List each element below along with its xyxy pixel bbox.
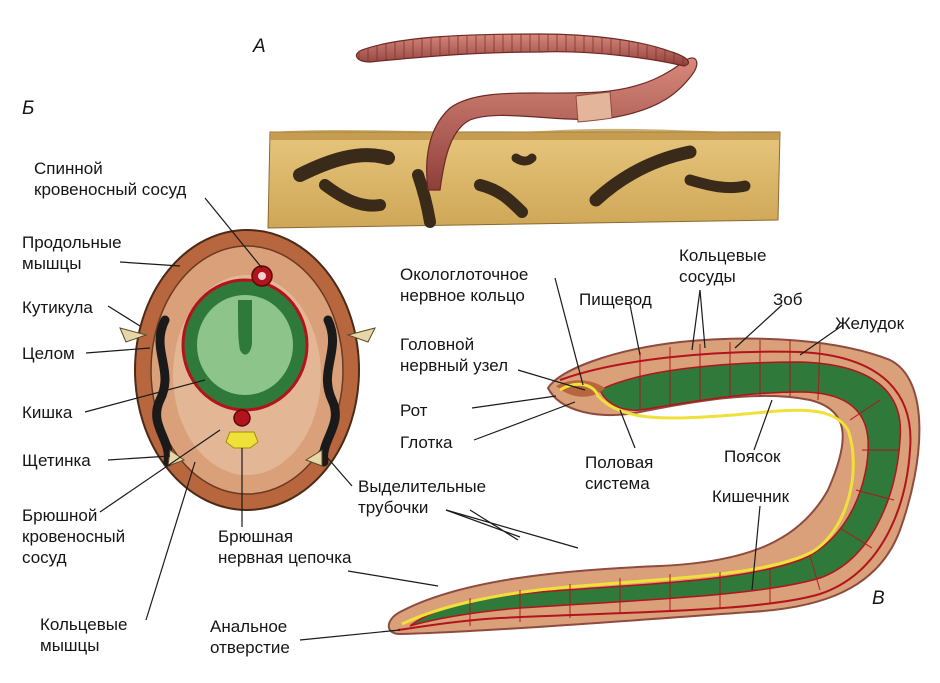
dorsal-vessel-line (397, 350, 912, 631)
label-pharynx: Глотка (400, 433, 453, 452)
nerve-chain (401, 382, 855, 626)
ventral-nerve-cord (225, 431, 259, 449)
label-coelom: Целом (22, 344, 75, 363)
longitudinal-section (387, 337, 921, 636)
label-intestine: Кишка (22, 403, 73, 422)
label-reproductive-system: Половая система (585, 453, 654, 493)
label-nerve-ring: Окологлоточное нервное кольцо (400, 265, 529, 305)
burrow (684, 174, 751, 194)
label-clitellum: Поясок (724, 447, 781, 466)
burrow (412, 169, 436, 228)
label-stomach: Желудок (835, 314, 905, 333)
burrow (589, 145, 697, 207)
label-bristle: Щетинка (22, 451, 91, 470)
label-crop: Зоб (773, 290, 803, 309)
nephridium-right (319, 315, 340, 467)
label-dorsal-vessel: Спинной кровеносный сосуд (34, 159, 187, 199)
seta (167, 449, 186, 467)
seta (119, 327, 148, 343)
typhlosole (238, 300, 252, 355)
burrow (293, 148, 395, 182)
segment-septa (469, 340, 900, 626)
nephridium-left (152, 315, 173, 467)
worm-body (426, 57, 698, 191)
burrow (474, 179, 528, 218)
worm-rings (356, 34, 689, 66)
seta (346, 327, 376, 343)
panel-letter-v: В (872, 588, 885, 609)
soil-surface (270, 128, 780, 140)
burrow (319, 179, 386, 212)
label-mouth: Рот (400, 401, 428, 420)
label-ventral-vessel: Брюшной кровеносный сосуд (22, 506, 126, 567)
label-cerebral-ganglion: Головной нервный узел (400, 335, 509, 375)
burrow (511, 153, 537, 166)
label-anus: Анальное отверстие (210, 617, 290, 657)
dorsal-vessel-lumen (258, 272, 266, 280)
label-gut: Кишечник (712, 487, 790, 506)
label-excretory-tubules: Выделительные трубочки (358, 477, 487, 517)
label-esophagus: Пищевод (579, 290, 652, 309)
panel-letter-a: А (253, 36, 266, 57)
label-longitudinal-muscles: Продольные мышцы (22, 233, 122, 273)
worm-clitellum (575, 91, 613, 123)
cross-section (119, 229, 376, 511)
earthworm-illustration (355, 33, 698, 191)
label-circular-muscles: Кольцевые мышцы (40, 615, 128, 655)
label-ring-vessels: Кольцевые сосуды (679, 246, 767, 286)
soil-scene (267, 128, 781, 229)
leader-lines (84, 197, 844, 641)
panel-letter-b: Б (22, 98, 35, 119)
seta (304, 449, 323, 467)
label-cuticle: Кутикула (22, 298, 93, 317)
label-ventral-nerve-cord: Брюшная нервная цепочка (218, 527, 352, 567)
ventral-vessel (233, 409, 251, 427)
